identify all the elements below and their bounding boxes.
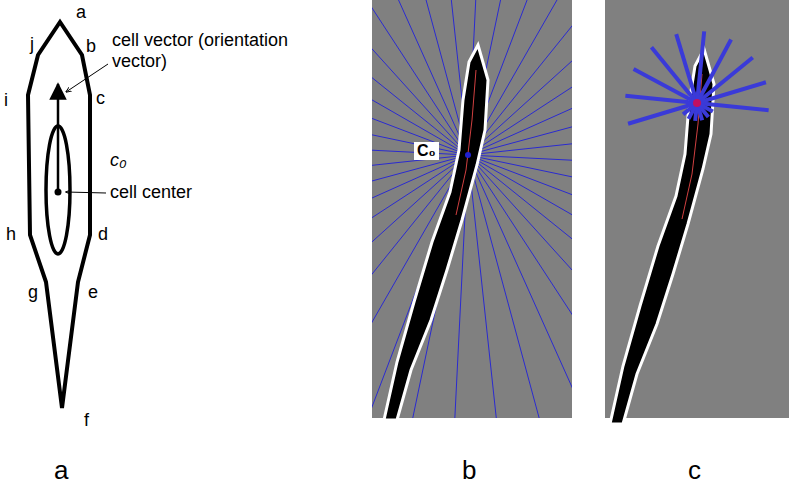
center-label: C₀ (414, 142, 439, 160)
tip-point (693, 99, 701, 107)
point-letter: g (28, 282, 38, 303)
cell-body (384, 45, 488, 420)
cell-trace (456, 70, 476, 215)
point-letter: d (98, 224, 108, 245)
center-point (465, 152, 471, 158)
panel-label: a (54, 456, 68, 486)
ray-line (468, 155, 572, 333)
callout-text: cell vector (orientation vector) (112, 30, 290, 71)
point-letter: i (4, 90, 8, 111)
point-letter: a (76, 2, 86, 23)
point-letter: j (30, 34, 34, 55)
ray-line (697, 82, 766, 103)
point-letter: b (86, 36, 96, 57)
point-letter: h (6, 224, 16, 245)
callout-text: cell center (110, 182, 192, 203)
ray-line (628, 103, 697, 124)
point-letter: e (88, 282, 98, 303)
ray-line (468, 155, 572, 418)
panel-label: b (462, 456, 476, 486)
leader-line (66, 64, 108, 92)
ray-line (468, 155, 572, 418)
cell-body (610, 49, 714, 424)
point-letter: c (96, 88, 105, 109)
point-letter: f (84, 410, 89, 431)
ray-line (468, 155, 572, 418)
ray-line (468, 155, 572, 418)
cell-outline (28, 22, 90, 408)
cell-vector-arrow (57, 84, 60, 192)
ray-line (468, 155, 521, 418)
ray-line (468, 155, 572, 418)
ray-line (676, 34, 697, 103)
panel-label: c (688, 456, 701, 486)
cell-schematic (28, 22, 108, 408)
callout-text: c₀ (110, 150, 127, 171)
ray-line (468, 155, 572, 258)
ray-line (468, 155, 572, 404)
cell-image (605, 0, 789, 424)
leader-line (66, 192, 106, 193)
